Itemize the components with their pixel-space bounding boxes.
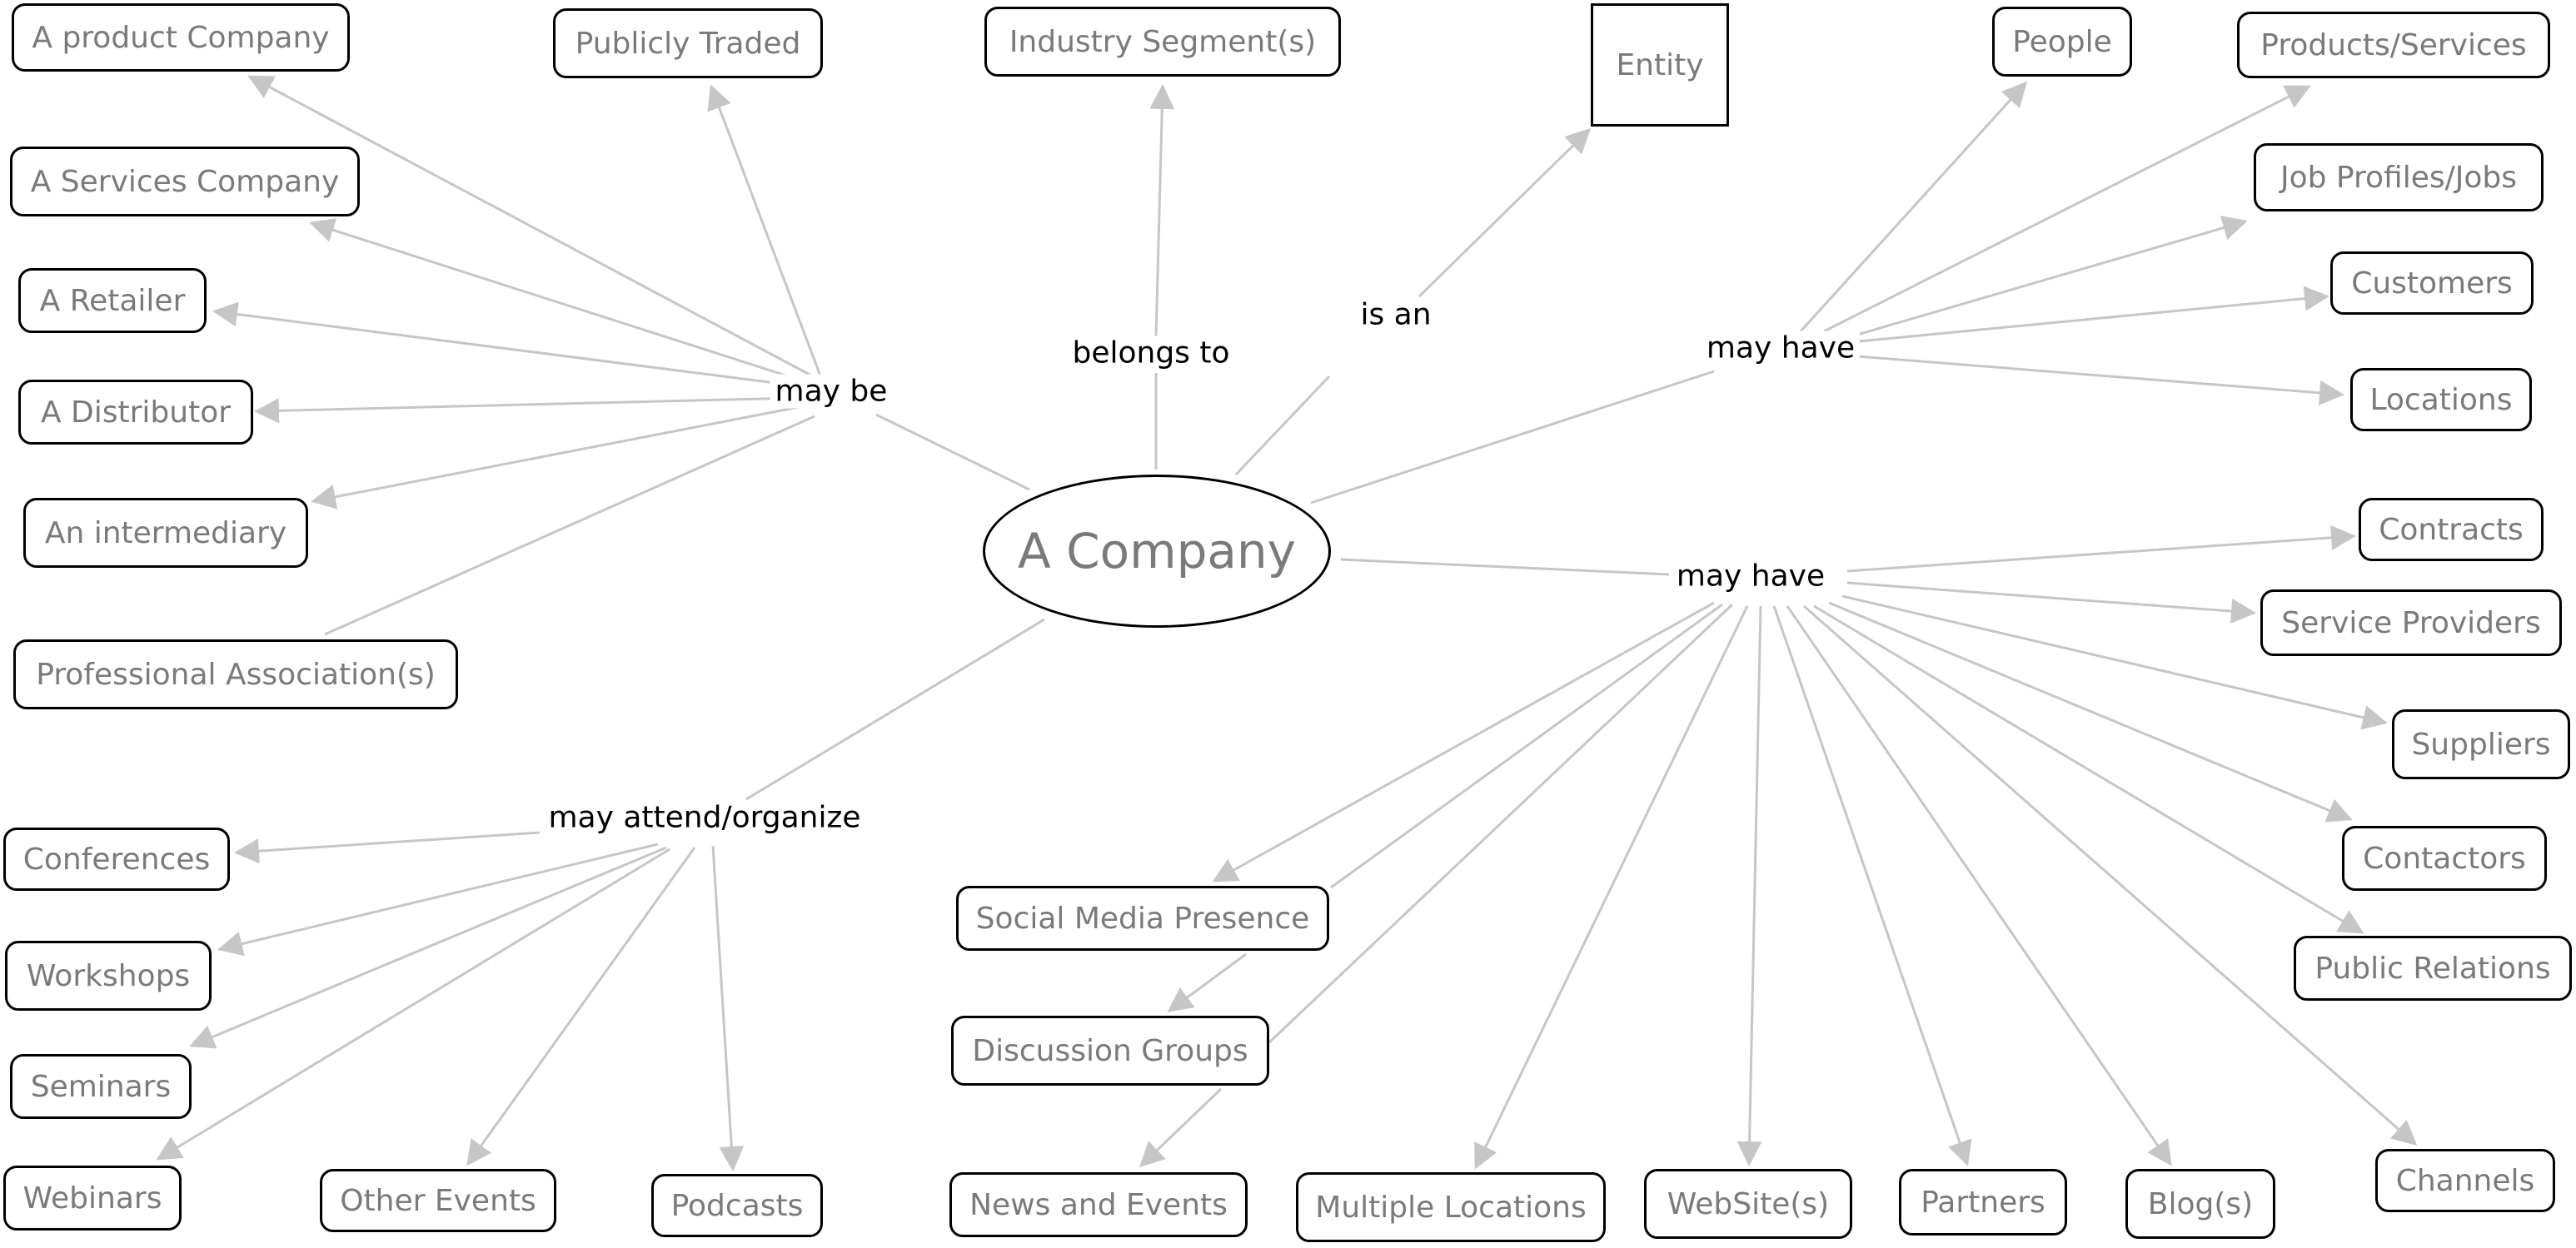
connector-40 <box>711 845 745 1171</box>
connector-2 <box>1234 375 1331 476</box>
connector-30 <box>1268 603 1734 1044</box>
service-providers-node[interactable]: Service Providers <box>2260 589 2562 656</box>
services-company-node[interactable]: A Services Company <box>10 147 360 216</box>
multiple-locations-node[interactable]: Multiple Locations <box>1296 1172 1606 1242</box>
intermediary-node[interactable]: An intermediary <box>23 498 308 568</box>
connector-13 <box>1149 84 1175 337</box>
connector-23 <box>1828 601 2353 823</box>
connector-36 <box>217 843 659 957</box>
connector-33 <box>1167 952 1247 1012</box>
public-relations-node[interactable]: Public Relations <box>2294 936 2572 1001</box>
connector-38 <box>156 848 670 1161</box>
connector-8 <box>309 217 815 386</box>
connector-17 <box>1856 216 2248 336</box>
connector-37 <box>189 846 667 1049</box>
suppliers-node[interactable]: Suppliers <box>2392 709 2570 779</box>
link-label-may-be: may be <box>770 374 893 409</box>
connector-31 <box>1330 603 1723 889</box>
workshops-node[interactable]: Workshops <box>5 941 212 1011</box>
connector-27 <box>1772 605 1972 1166</box>
connector-29 <box>1474 605 1749 1170</box>
entity-node[interactable]: Entity <box>1591 3 1729 127</box>
conferences-node[interactable]: Conferences <box>3 828 230 891</box>
social-media-node[interactable]: Social Media Presence <box>956 886 1329 951</box>
connector-3 <box>1310 370 1715 505</box>
connector-39 <box>466 847 696 1166</box>
professional-association-node[interactable]: Professional Association(s) <box>13 639 458 709</box>
retailer-node[interactable]: A Retailer <box>18 268 207 333</box>
connector-11 <box>311 405 804 510</box>
connector-20 <box>1846 525 2356 573</box>
partners-node[interactable]: Partners <box>1899 1169 2067 1236</box>
connector-9 <box>212 301 802 388</box>
connector-10 <box>254 396 797 424</box>
blogs-node[interactable]: Blog(s) <box>2125 1169 2275 1239</box>
connector-6 <box>247 75 814 378</box>
channels-node[interactable]: Channels <box>2375 1149 2555 1212</box>
connector-24 <box>1813 604 2364 934</box>
connector-25 <box>1803 604 2418 1146</box>
connector-32 <box>1212 601 1715 883</box>
link-label-may-attend-organize: may attend/organize <box>543 800 866 835</box>
connector-22 <box>1841 594 2388 730</box>
connector-35 <box>234 831 541 864</box>
product-company-node[interactable]: A product Company <box>12 3 350 72</box>
contracts-node[interactable]: Contracts <box>2359 498 2544 561</box>
connector-34 <box>1139 1087 1223 1168</box>
contactors-node[interactable]: Contactors <box>2342 826 2547 891</box>
link-label-belongs-to: belongs to <box>1067 336 1235 370</box>
distributor-node[interactable]: A Distributor <box>18 380 253 445</box>
podcasts-node[interactable]: Podcasts <box>651 1174 823 1237</box>
connector-28 <box>1736 605 1762 1166</box>
websites-node[interactable]: WebSite(s) <box>1644 1169 1852 1239</box>
webinars-node[interactable]: Webinars <box>3 1166 182 1231</box>
industry-segment-node[interactable]: Industry Segment(s) <box>984 7 1341 77</box>
connector-15 <box>1799 81 2028 333</box>
publicly-traded-node[interactable]: Publicly Traded <box>553 8 823 78</box>
locations-node[interactable]: Locations <box>2350 368 2532 431</box>
connector-4 <box>1340 558 1670 576</box>
connector-5 <box>745 618 1045 801</box>
job-profiles-node[interactable]: Job Profiles/Jobs <box>2254 143 2544 211</box>
seminars-node[interactable]: Seminars <box>10 1054 192 1119</box>
people-node[interactable]: People <box>1992 7 2132 77</box>
company-node[interactable]: A Company <box>983 475 1331 628</box>
connector-19 <box>1856 355 2344 405</box>
connector-21 <box>1846 581 2256 624</box>
connector-26 <box>1786 605 2172 1166</box>
products-services-node[interactable]: Products/Services <box>2237 12 2550 78</box>
connector-18 <box>1858 286 2329 343</box>
connector-0 <box>875 413 1030 491</box>
link-label-is-an: is an <box>1355 297 1437 332</box>
link-label-may-have-bottom: may have <box>1671 559 1831 594</box>
discussion-groups-node[interactable]: Discussion Groups <box>951 1016 1269 1086</box>
connector-12 <box>324 415 815 636</box>
connector-14 <box>1418 127 1592 298</box>
news-events-node[interactable]: News and Events <box>949 1172 1248 1237</box>
link-label-may-have-top: may have <box>1701 331 1861 365</box>
connector-7 <box>707 84 823 379</box>
other-events-node[interactable]: Other Events <box>320 1169 556 1232</box>
connector-16 <box>1823 85 2311 333</box>
customers-node[interactable]: Customers <box>2330 251 2534 315</box>
